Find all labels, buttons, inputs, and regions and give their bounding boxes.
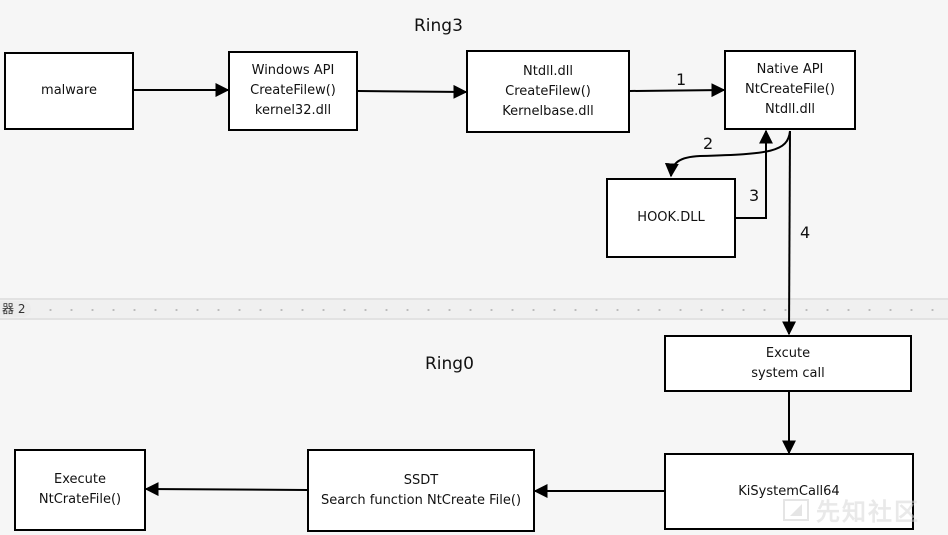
node-execute-ntcratefile: Execute NtCrateFile() — [14, 449, 146, 531]
step3-label: 3 — [749, 186, 760, 205]
node-ntdll-line-1: Ntdll.dll — [523, 63, 573, 79]
step1-label: 1 — [676, 70, 687, 89]
node-kisystemcall64: KiSystemCall64 — [664, 453, 914, 530]
node-native-api-line-1: Native API — [756, 62, 824, 77]
node-ntdll-line-3: Kernelbase.dll — [502, 103, 594, 119]
node-windows-api: Windows API CreateFilew() kernel32.dll — [228, 51, 358, 131]
arrow-step2 — [664, 130, 791, 178]
node-kisystemcall64-line-1: KiSystemCall64 — [738, 483, 840, 499]
node-execute-ntcratefile-line-1: Execute — [54, 472, 106, 487]
node-malware: malware — [4, 52, 134, 130]
watermark-logo-icon — [782, 498, 810, 522]
node-malware-line-1: malware — [41, 83, 97, 98]
node-ssdt: SSDT Search function NtCreate File() — [307, 449, 535, 532]
node-ntdll: Ntdll.dll CreateFilew() Kernelbase.dll — [466, 50, 630, 133]
node-execute-system-call-line-2: system call — [751, 365, 825, 381]
node-windows-api-line-3: kernel32.dll — [254, 103, 332, 118]
divider-dots — [40, 309, 948, 311]
divider-tag: 器 2 — [0, 301, 32, 317]
node-ssdt-line-1: SSDT — [403, 472, 439, 488]
node-execute-ntcratefile-line-2: NtCrateFile() — [38, 492, 122, 507]
ring3-label: Ring3 — [414, 16, 463, 36]
node-hook-dll-line-1: HOOK.DLL — [637, 210, 705, 225]
node-execute-system-call-line-1: Excute — [765, 345, 811, 361]
node-execute-system-call: Excute system call — [664, 335, 912, 392]
arrow-step1 — [629, 83, 726, 98]
node-native-api: Native API NtCreateFile() Ntdll.dll — [724, 50, 856, 130]
arrow-step3 — [736, 129, 773, 219]
step2-label: 2 — [703, 134, 714, 153]
arrow-windows-api-to-ntdll — [357, 84, 468, 99]
section-divider: 器 2 — [0, 298, 948, 320]
watermark-text: 先知社区 — [816, 498, 920, 526]
node-windows-api-line-2: CreateFilew() — [250, 83, 336, 98]
arrow-step4 — [782, 130, 797, 336]
node-ntdll-line-2: CreateFilew() — [505, 83, 591, 99]
node-native-api-line-2: NtCreateFile() — [745, 82, 835, 97]
watermark: 先知社区 — [782, 492, 920, 527]
arrow-ssdt-to-execute — [144, 482, 308, 497]
node-native-api-line-3: Ntdll.dll — [765, 102, 815, 117]
ring0-label: Ring0 — [425, 354, 474, 374]
node-windows-api-line-1: Windows API — [251, 63, 335, 78]
node-hook-dll: HOOK.DLL — [606, 178, 736, 258]
node-ssdt-line-2: Search function NtCreate File() — [320, 492, 522, 508]
step4-label: 4 — [800, 223, 811, 242]
